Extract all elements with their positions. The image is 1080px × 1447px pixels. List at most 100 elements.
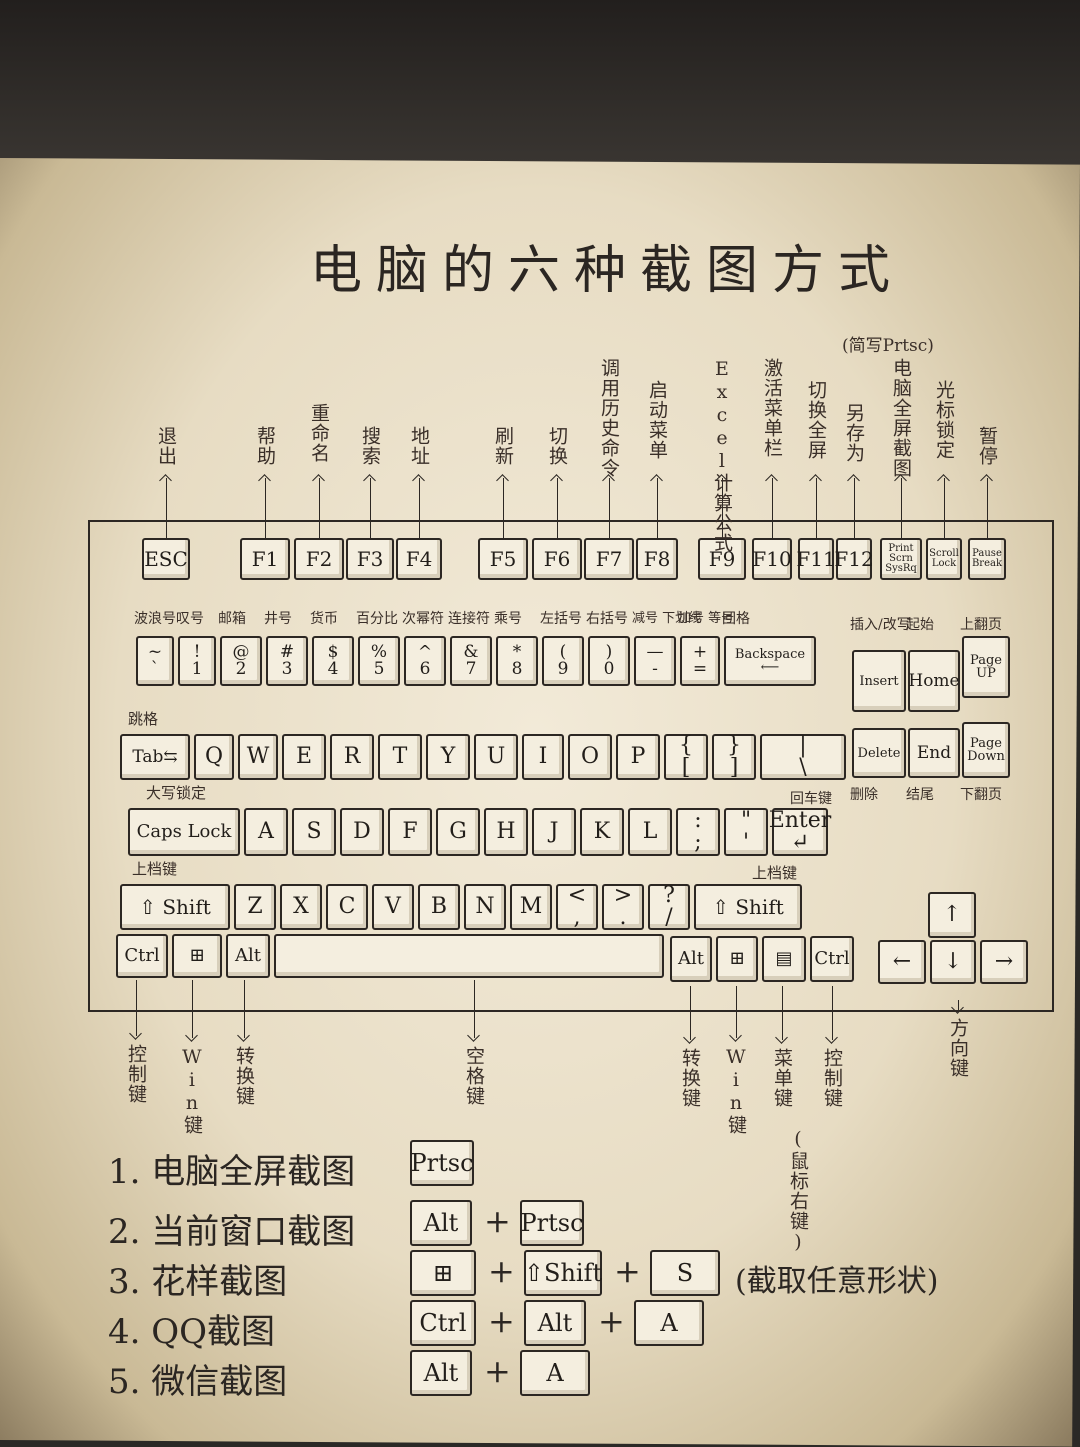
qwerty-key-y: Y [426,734,470,780]
home-row-key-l: L [628,808,672,856]
fn-key-f2: F2 [294,538,344,580]
tab-key-label: 跳格 [128,710,159,728]
bottom-key-label-6: 菜单键 [770,1048,793,1108]
qwerty-key-i: I [522,734,564,780]
photo-background-top [0,0,1080,170]
fn-key-arrow-pause [987,478,988,538]
fn-key-label-f8: 启动菜单 [645,380,668,460]
fn-key-label-f10: 激活菜单栏 [760,358,783,458]
plus-sign: + [484,1352,511,1390]
number-key-label-3: 井号 [264,611,292,627]
fn-key-arrow-esc [166,478,167,538]
method-4-key-ctrl: Ctrl [410,1300,476,1346]
fn-key-arrow-f12 [854,478,855,538]
method-1-key-prtsc: Prtsc [410,1140,474,1186]
fn-key-f5: F5 [478,538,528,580]
fn-key-pause: Pause Break [968,538,1006,580]
bottom-key-label-1: Win键 [180,1046,203,1135]
fn-key-f8: F8 [636,538,678,580]
shift-row-key-m: M [510,884,552,930]
shift-row-key-x: X [280,884,322,930]
number-key-label-1: 叹号 [176,611,204,627]
qwerty-key-u: U [474,734,518,780]
bottom-key-arrow-8 [832,986,833,1040]
number-key-11: — - [634,636,676,686]
arrow-key-up: ↑ [928,892,976,938]
number-key-label-12: 加号 等号 [678,611,735,626]
number-key-3: # 3 [266,636,308,686]
number-key-label-13: 回格 [722,611,750,627]
fn-key-f4: F4 [396,538,442,580]
number-key-label-6: 次幂符 [402,611,444,627]
fn-key-arrow-f1 [265,478,266,538]
number-key-10: ) 0 [588,636,630,686]
qwerty-key-p: P [616,734,660,780]
number-key-12: + = [680,636,720,686]
home-row-key-sym: " ' [724,808,768,856]
method-3-title: 3. 花样截图 [108,1262,288,1302]
shift-row-key-left-shift: ⇧ Shift [120,884,230,930]
nav-key-label-page-down: 下翻页 [960,787,1002,803]
home-row-key-a: A [244,808,288,856]
right-shift-label: 上档键 [752,864,798,882]
qwerty-key-sym: { [ [664,734,708,780]
arrow-key-down: ↓ [930,940,976,984]
qwerty-key-q: Q [194,734,234,780]
bottom-key-left-alt: Alt [226,934,270,978]
fn-key-arrow-f5 [503,478,504,538]
bottom-key-right-alt: Alt [670,936,712,982]
shift-row-key-n: N [464,884,506,930]
diagram-title: 电脑的六种截图方式 [310,241,905,301]
nav-key-label-home: 起始 [906,617,934,633]
bottom-key-label-7: (鼠标右键) [786,1128,809,1254]
bottom-key-right-ctrl: Ctrl [810,936,854,982]
qwerty-key-sym: } ] [712,734,756,780]
nav-key-page-up: Page UP [962,636,1010,698]
number-key-label-5: 百分比 [356,611,398,627]
bottom-key-label-4: 转换键 [678,1048,701,1108]
bottom-key-left-ctrl: Ctrl [116,934,168,978]
nav-key-label-end: 结尾 [906,787,934,803]
method-note: (截取任意形状) [735,1264,939,1299]
fn-key-arrow-f8 [657,478,658,538]
fn-key-label-scroll: 光标锁定 [932,380,955,460]
number-key-label-8: 乘号 [494,611,522,627]
nav-key-end: End [908,728,960,778]
number-key-label-7: 连接符 [448,611,490,627]
fn-key-label-f3: 搜索 [358,426,381,466]
fn-key-arrow-f11 [816,478,817,538]
fn-key-arrow-f6 [557,478,558,538]
home-row-key-h: H [484,808,528,856]
fn-key-arrow-f10 [772,478,773,538]
plus-sign: + [484,1202,511,1240]
home-row-key-d: D [340,808,384,856]
arrow-key-right: → [980,940,1028,984]
method-3-key-s: S [650,1250,720,1296]
number-key-label-11: 减号 下划线 [632,611,702,626]
fn-key-f10: F10 [752,538,792,580]
fn-key-f3: F3 [346,538,394,580]
home-row-key-enter: Enter ↵ [768,808,832,856]
method-3-key-shift: ⇧Shift [524,1250,602,1296]
method-2-key-alt: Alt [410,1200,472,1246]
number-key-0: ~ ` [136,636,174,686]
shift-row-key-c: C [326,884,368,930]
number-key-label-4: 货币 [310,611,338,627]
method-4-key-alt: Alt [524,1300,586,1346]
bottom-key-label-5: Win键 [724,1046,747,1135]
left-shift-label: 上档键 [132,860,178,878]
bottom-key-arrow-2 [244,980,245,1038]
method-2-title: 2. 当前窗口截图 [108,1212,356,1252]
bottom-key-label-0: 控制键 [124,1044,147,1104]
qwerty-key-e: E [282,734,326,780]
home-row-key-s: S [292,808,336,856]
home-row-key-k: K [580,808,624,856]
fn-key-arrow-f4 [419,478,420,538]
number-key-2: @ 2 [220,636,262,686]
fn-key-f11: F11 [796,538,836,580]
qwerty-key-t: T [378,734,422,780]
bottom-key-arrow-6 [782,986,783,1040]
method-4-title: 4. QQ截图 [108,1312,275,1352]
method-5-key-alt: Alt [410,1350,472,1396]
fn-key-label-f9: Excel计算公式 [710,358,733,553]
